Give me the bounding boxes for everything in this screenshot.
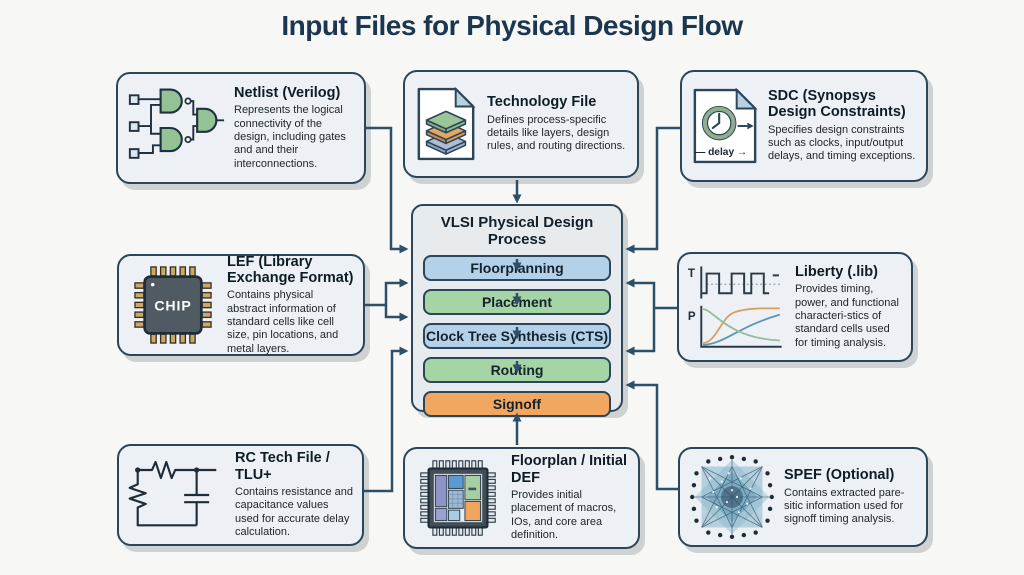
card-techfile: Technology File Defines process-specific… (403, 70, 639, 178)
card-desc: Specifies design constraints such as clo… (768, 123, 916, 163)
card-title: Netlist (Verilog) (234, 84, 341, 101)
card-desc: Provides initial placement of macros, IO… (511, 488, 617, 542)
arrow-spef-to-signoff (625, 380, 678, 491)
logic-gates-icon (126, 83, 226, 173)
step-placement: Placement (423, 289, 611, 315)
timing-power-waveform-icon: T P (687, 260, 787, 355)
card-title: SDC (Synopsys Design Constraints) (768, 88, 906, 121)
rc-circuit-icon (127, 450, 227, 540)
card-title: RC Tech File / TLU+ (235, 450, 330, 483)
arrow-netlist-to-floorplanning (366, 126, 409, 254)
chip-label: CHIP (154, 297, 191, 313)
card-desc: Represents the logical connectivity of t… (234, 104, 346, 170)
card-title: Technology File (487, 94, 597, 111)
vlsi-process-box: VLSI Physical Design Process Floorplanni… (411, 204, 623, 417)
card-netlist: Netlist (Verilog) Represents the logical… (116, 72, 366, 184)
delay-label: — delay → (695, 147, 747, 158)
clock-delay-document-icon: — delay → (690, 86, 760, 166)
page-title: Input Files for Physical Design Flow (281, 10, 743, 41)
arrow-rc-to-routing (364, 346, 409, 493)
card-floorplan: Floorplan / Initial DEF Provides initial… (403, 447, 640, 549)
card-lef: CHIP LEF (Library Exchange Format) Conta… (117, 254, 365, 356)
card-title: Liberty (.lib) (795, 263, 878, 280)
card-desc: Contains extracted pare-sitic informatio… (784, 486, 905, 526)
power-axis-label: P (688, 310, 696, 323)
card-desc: Defines process-specific details like la… (487, 113, 626, 153)
card-title: LEF (Library Exchange Format) (227, 253, 354, 286)
step-routing: Routing (423, 357, 611, 383)
arrow-sdc-to-floorplanning (625, 126, 680, 254)
layer-stack-document-icon (413, 85, 479, 163)
step-signoff: Signoff (423, 391, 611, 417)
step-cts: Clock Tree Synthesis (CTS) (423, 323, 611, 349)
card-desc: Contains physical abstract information o… (227, 289, 339, 355)
card-desc: Provides timing, power, and functional c… (795, 283, 899, 349)
timing-axis-label: T (688, 267, 695, 280)
arrow-lef-to-placement (384, 278, 409, 305)
arrow-liberty-to-routing (625, 308, 656, 356)
card-spef: SPEF (Optional) Contains extracted pare-… (678, 447, 928, 547)
card-liberty: T P Liberty (.lib) Provides timing, powe… (677, 252, 913, 362)
floorplan-chip-icon (413, 453, 503, 543)
arrow-liberty-to-placement (625, 278, 656, 308)
card-desc: Contains resistance and capacitance valu… (235, 485, 354, 539)
card-title: SPEF (Optional) (784, 467, 895, 484)
card-rc: RC Tech File / TLU+ Contains resistance … (117, 444, 364, 546)
card-title: Floorplan / Initial DEF (511, 453, 627, 486)
parasitic-mesh-icon (688, 453, 776, 541)
step-floorplanning: Floorplanning (423, 255, 611, 281)
chip-icon: CHIP (127, 259, 219, 351)
process-title: VLSI Physical Design Process (440, 214, 594, 248)
arrow-lef-to-cts (384, 305, 409, 322)
card-sdc: — delay → SDC (Synopsys Design Constrain… (680, 70, 928, 182)
